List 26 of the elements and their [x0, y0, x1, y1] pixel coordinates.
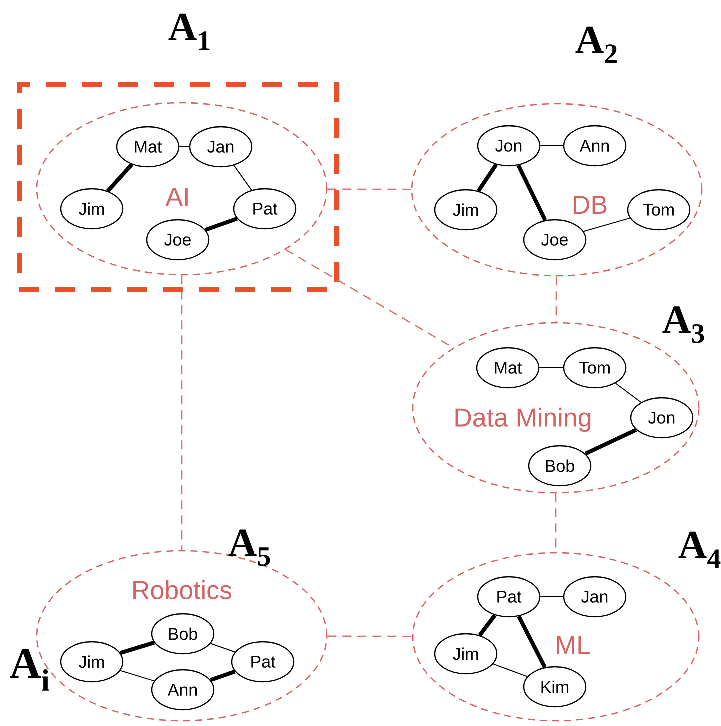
dashed-frame [17, 82, 339, 292]
link-line [477, 164, 498, 192]
dashed-link [328, 636, 412, 638]
link-line [120, 670, 155, 682]
link-line [540, 596, 564, 598]
link-line [120, 640, 156, 656]
group-label: A$_{1}$ [168, 14, 210, 50]
link-line [106, 163, 134, 193]
link-line [234, 165, 252, 191]
link-line [584, 428, 638, 456]
dashed-link [181, 276, 183, 550]
group-label: A$_{i}$ [10, 649, 50, 691]
link-line [210, 670, 236, 682]
link-line [517, 616, 547, 668]
group-label: A$_{2}$ [576, 26, 617, 64]
link-line [583, 218, 631, 232]
dashed-link [328, 188, 412, 190]
dashed-link [556, 276, 558, 322]
link-line [205, 217, 238, 232]
link-line [516, 164, 548, 222]
link-line [478, 614, 497, 637]
link-line [210, 643, 236, 653]
group-label: A$_{5}$ [228, 530, 270, 566]
link-line [179, 146, 190, 148]
link-line [615, 383, 642, 403]
link-line [492, 664, 528, 678]
